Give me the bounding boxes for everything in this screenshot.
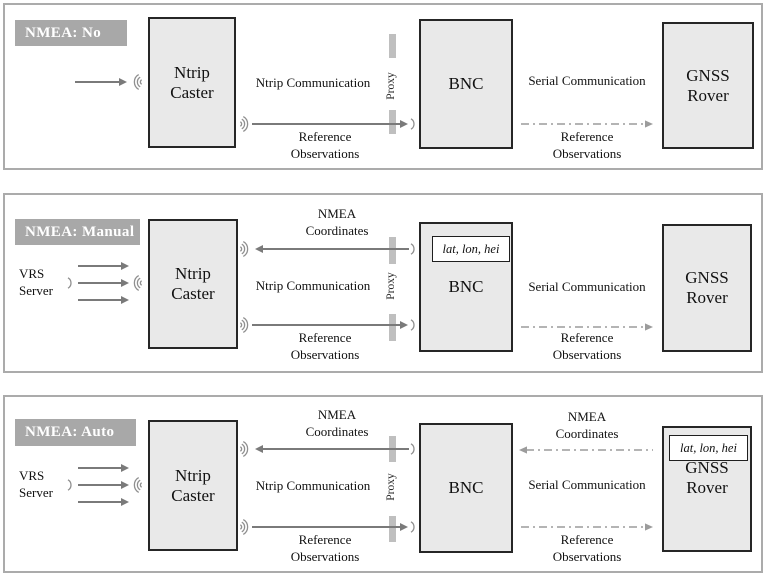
gnss-rover-box: GNSS Rover [662, 224, 752, 352]
proxy-label: Proxy [385, 72, 397, 100]
nmea-coordinates-label: NMEA Coordinates [555, 409, 619, 441]
reference-observations-label: Reference Observations [552, 129, 622, 161]
ntrip-caster-box: Ntrip Caster [148, 420, 238, 551]
serial-communication-label: Serial Communication [528, 73, 646, 88]
reference-observations-arrow [239, 317, 415, 333]
vrs-input-arrows [67, 262, 129, 304]
ntrip-communication-label: Ntrip Communication [255, 478, 371, 493]
gnss-rover-box: GNSS Rover [662, 22, 754, 149]
reference-observations-label: Reference Observations [552, 330, 622, 362]
wave-icon [410, 243, 415, 255]
reference-observations-label: Reference Observations [552, 532, 622, 564]
serial-communication-label: Serial Communication [528, 279, 646, 294]
nmea-coordinates-label: NMEA Coordinates [305, 407, 369, 439]
serial-communication-label: Serial Communication [528, 477, 646, 492]
mode-badge: NMEA: Manual [15, 219, 140, 245]
serial-reference-observations-arrow [521, 323, 653, 331]
panel-nmea-manual: NMEA: Manual VRS Server Ntrip Caster BNC… [3, 193, 763, 373]
ntrip-communication-label: Ntrip Communication [255, 75, 371, 90]
radio-waves-icon [133, 477, 143, 493]
nmea-coordinates-arrow [239, 241, 415, 257]
panel1-arrow-layer [75, 74, 653, 132]
wave-icon [410, 319, 415, 331]
ntrip-caster-box: Ntrip Caster [148, 219, 238, 349]
proxy-bar-top [389, 34, 396, 58]
wave-icon [67, 277, 72, 289]
nmea-coordinates-serial-arrow [519, 446, 653, 454]
vrs-server-label: VRS Server [19, 266, 53, 298]
reference-observations-arrow [239, 519, 415, 535]
radio-waves-icon [133, 74, 143, 90]
vrs-input-arrows [67, 464, 129, 506]
wave-icon [410, 118, 415, 130]
panel-nmea-no: NMEA: No Ntrip Caster BNC GNSS Rover Ntr… [3, 3, 763, 170]
reference-observations-label: Reference Observations [290, 532, 360, 564]
nmea-coordinates-arrow [239, 441, 415, 457]
reference-observations-label: Reference Observations [290, 330, 360, 362]
panel2-arrow-layer [67, 241, 653, 333]
bnc-box: BNC [419, 19, 513, 149]
serial-reference-observations-arrow [521, 120, 653, 128]
lat-lon-hei-box: lat, lon, hei [669, 435, 748, 461]
nmea-coordinates-label: NMEA Coordinates [305, 206, 369, 238]
proxy-label: Proxy [385, 272, 397, 300]
proxy-bar-top [389, 237, 396, 264]
serial-reference-observations-arrow [521, 523, 653, 531]
proxy-bar-bottom [389, 314, 396, 341]
proxy-bar-bottom [389, 110, 396, 134]
ntrip-caster-box: Ntrip Caster [148, 17, 236, 148]
wave-icon [67, 479, 72, 491]
proxy-bar-bottom [389, 516, 396, 542]
proxy-label: Proxy [385, 473, 397, 501]
vrs-server-label: VRS Server [19, 468, 53, 500]
ntrip-communication-label: Ntrip Communication [255, 278, 371, 293]
wave-icon [410, 443, 415, 455]
source-input-arrow [75, 78, 127, 86]
reference-observations-arrow [239, 116, 415, 132]
reference-observations-label: Reference Observations [290, 129, 360, 161]
panel3-arrow-layer [67, 441, 653, 535]
wave-icon [410, 521, 415, 533]
radio-waves-icon [133, 275, 143, 291]
panel-nmea-auto: NMEA: Auto VRS Server Ntrip Caster BNC G… [3, 395, 763, 573]
mode-badge: NMEA: Auto [15, 419, 136, 446]
lat-lon-hei-box: lat, lon, hei [432, 236, 510, 262]
mode-badge: NMEA: No [15, 20, 127, 46]
bnc-box: BNC [419, 423, 513, 553]
